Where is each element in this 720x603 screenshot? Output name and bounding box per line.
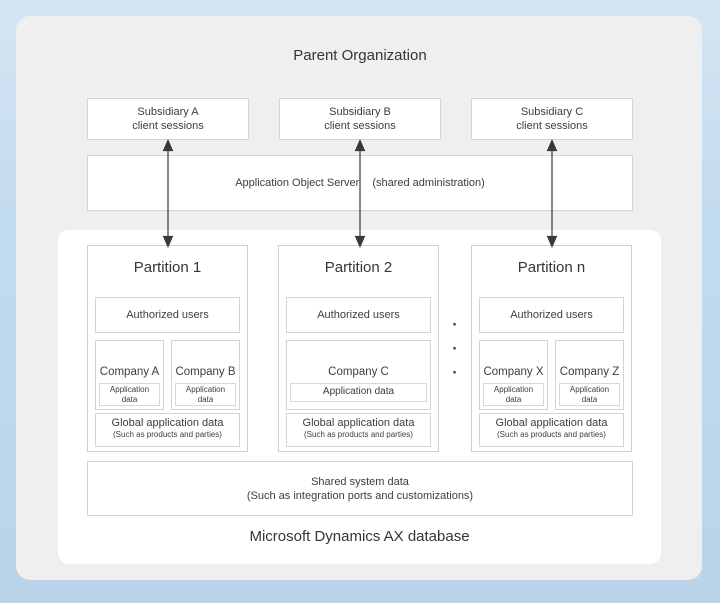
- global-data-sublabel: (Such as products and parties): [113, 430, 222, 439]
- authorized-users-label: Authorized users: [317, 309, 400, 321]
- company-z-box: Company Z Application data: [555, 340, 624, 410]
- partition-n-authorized-users-box: Authorized users: [479, 297, 624, 333]
- subsidiary-a-box: Subsidiary A client sessions: [87, 98, 249, 140]
- subsidiary-a-name: Subsidiary A: [137, 106, 199, 118]
- partition-n-title: Partition n: [517, 259, 586, 276]
- global-data-sublabel: (Such as products and parties): [304, 430, 413, 439]
- subsidiary-a-sessions: client sessions: [132, 120, 204, 132]
- company-x-application-data-box: Application data: [483, 383, 544, 406]
- subsidiary-b-box: Subsidiary B client sessions: [279, 98, 441, 140]
- partition-n-global-data-box: Global application data (Such as product…: [479, 413, 624, 447]
- company-a-name: Company A: [99, 366, 160, 378]
- partition-1-global-data-box: Global application data (Such as product…: [95, 413, 240, 447]
- authorized-users-label: Authorized users: [126, 309, 209, 321]
- partition-ellipsis: · · ·: [446, 315, 464, 382]
- subsidiary-b-name: Subsidiary B: [329, 106, 391, 118]
- shared-system-data-label: Shared system data: [311, 475, 409, 488]
- partition-2-global-data-box: Global application data (Such as product…: [286, 413, 431, 447]
- company-b-application-data-box: Application data: [175, 383, 236, 406]
- partition-1-authorized-users-box: Authorized users: [95, 297, 240, 333]
- global-data-sublabel: (Such as products and parties): [497, 430, 606, 439]
- shared-system-data-sublabel: (Such as integration ports and customiza…: [246, 489, 474, 502]
- partition-n-box: Partition n Authorized users Company X A…: [471, 245, 632, 452]
- diagram-title: Parent Organization: [293, 47, 427, 64]
- company-z-name: Company Z: [559, 366, 620, 378]
- company-x-box: Company X Application data: [479, 340, 548, 410]
- subsidiary-c-sessions: client sessions: [516, 120, 588, 132]
- subsidiary-b-sessions: client sessions: [324, 120, 396, 132]
- company-c-box: Company C Application data: [286, 340, 431, 410]
- ellipsis-dot: ·: [452, 339, 458, 358]
- subsidiary-c-name: Subsidiary C: [520, 106, 584, 118]
- ellipsis-dot: ·: [452, 363, 458, 382]
- ellipsis-dot: ·: [452, 315, 458, 334]
- global-data-label: Global application data: [111, 417, 224, 429]
- company-a-application-data-box: Application data: [99, 383, 160, 406]
- shared-system-data-box: Shared system data (Such as integration …: [87, 461, 633, 516]
- partition-1-box: Partition 1 Authorized users Company A A…: [87, 245, 248, 452]
- global-data-label: Global application data: [302, 417, 415, 429]
- company-b-box: Company B Application data: [171, 340, 240, 410]
- global-data-label: Global application data: [495, 417, 608, 429]
- database-title: Microsoft Dynamics AX database: [249, 528, 470, 545]
- application-object-server-box: Application Object Server (shared admini…: [87, 155, 633, 211]
- company-c-name: Company C: [328, 366, 389, 378]
- company-c-application-data-box: Application data: [290, 383, 427, 402]
- partition-2-box: Partition 2 Authorized users Company C A…: [278, 245, 439, 452]
- company-x-name: Company X: [483, 366, 544, 378]
- company-a-box: Company A Application data: [95, 340, 164, 410]
- aos-label: Application Object Server: [235, 177, 360, 189]
- aos-note: (shared administration): [372, 177, 485, 189]
- partition-1-title: Partition 1: [133, 259, 202, 276]
- partition-2-title: Partition 2: [324, 259, 393, 276]
- company-b-name: Company B: [175, 366, 236, 378]
- authorized-users-label: Authorized users: [510, 309, 593, 321]
- company-z-application-data-box: Application data: [559, 383, 620, 406]
- partition-2-authorized-users-box: Authorized users: [286, 297, 431, 333]
- subsidiary-c-box: Subsidiary C client sessions: [471, 98, 633, 140]
